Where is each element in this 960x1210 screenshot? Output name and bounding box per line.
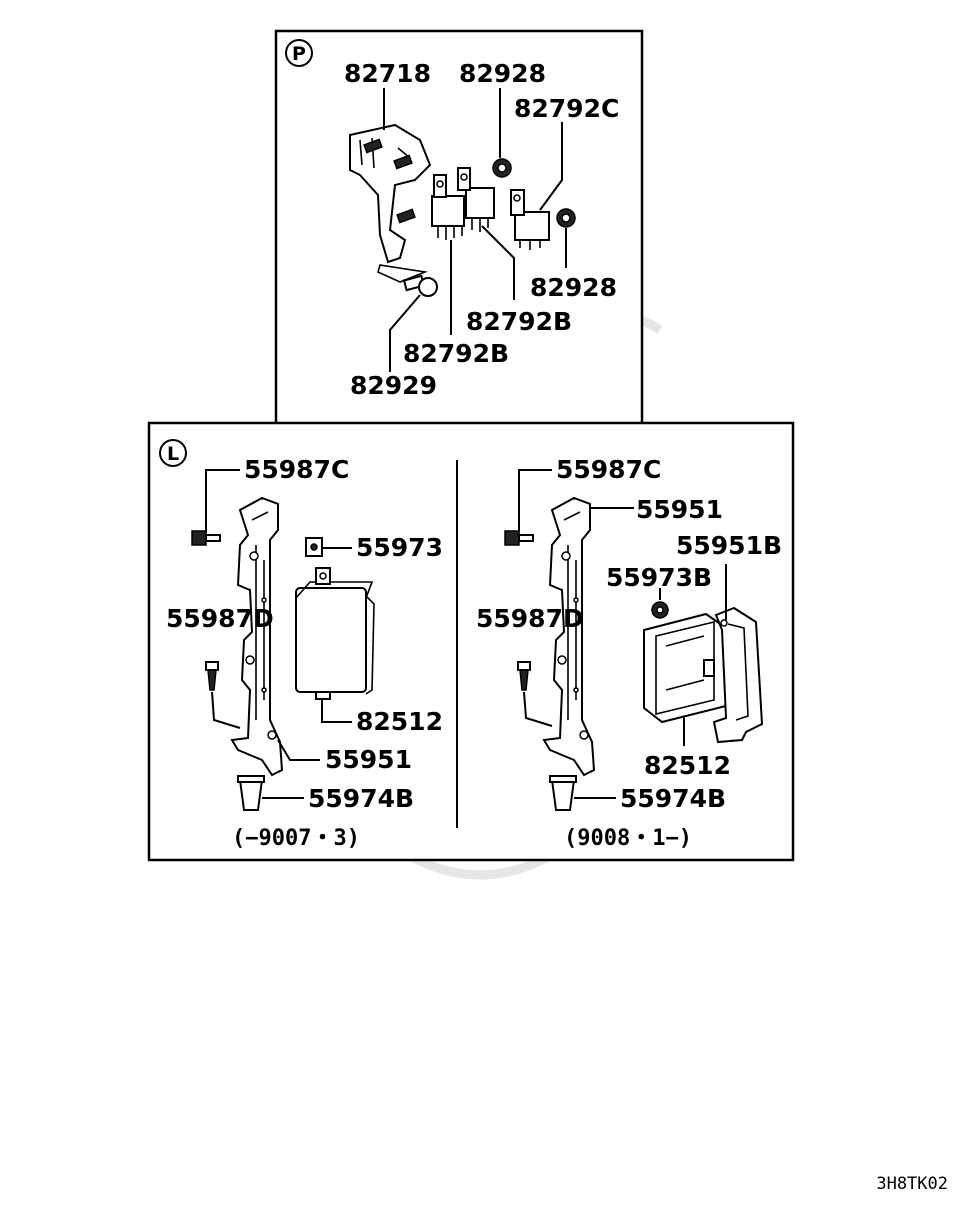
left-range-label: (−9007・3)	[232, 826, 360, 851]
left-bracket-55951	[230, 496, 284, 777]
relay-bracket-82718	[349, 123, 432, 283]
label-82718: 82718	[344, 59, 431, 88]
relay-82792c	[510, 189, 550, 250]
right-bracket-55951	[542, 496, 596, 777]
section-l-right-leaders	[518, 469, 727, 799]
right-screw-55987d	[517, 661, 531, 691]
left-label-55974b: 55974B	[308, 784, 414, 813]
section-l-letter: L	[167, 443, 179, 465]
right-label-55974b: 55974B	[620, 784, 726, 813]
diagram-code: 3H8TK02	[876, 1174, 948, 1194]
section-p-letter: P	[292, 43, 306, 65]
label-82792b-right: 82792B	[466, 307, 572, 336]
section-l-left-leaders	[205, 469, 352, 799]
left-clip-55974b	[237, 775, 265, 811]
left-bolt-55987c	[191, 530, 221, 546]
relay-82792b-a	[431, 174, 465, 240]
label-82928-top: 82928	[459, 59, 546, 88]
nut-82928-bottom	[556, 208, 576, 228]
left-clip-55973	[305, 537, 323, 557]
right-nut-55973b	[651, 601, 669, 619]
label-82792c: 82792C	[514, 94, 619, 123]
left-module-82512	[295, 567, 375, 700]
label-82792b-left: 82792B	[403, 339, 509, 368]
left-label-55987c: 55987C	[244, 455, 349, 484]
label-82928-bottom: 82928	[530, 273, 617, 302]
right-bracket-55951b	[712, 606, 764, 744]
section-p-leaders	[383, 88, 567, 372]
right-module-82512	[643, 612, 727, 724]
right-label-55951b: 55951B	[676, 531, 782, 560]
right-label-55987c: 55987C	[556, 455, 661, 484]
left-screw-55987d	[205, 661, 219, 691]
right-range-label: (9008・1−)	[564, 826, 692, 851]
label-82929: 82929	[350, 371, 437, 400]
right-label-55951: 55951	[636, 495, 723, 524]
left-label-55951: 55951	[325, 745, 412, 774]
right-label-55973b: 55973B	[606, 563, 712, 592]
left-label-55987d: 55987D	[166, 604, 274, 633]
right-clip-55974b	[549, 775, 577, 811]
left-label-82512: 82512	[356, 707, 443, 736]
right-label-82512: 82512	[644, 751, 731, 780]
section-p-frame	[274, 29, 644, 427]
right-label-55987d: 55987D	[476, 604, 584, 633]
right-bolt-55987c	[504, 530, 534, 546]
left-label-55973: 55973	[356, 533, 443, 562]
relay-82792b-b	[457, 167, 495, 232]
bolt-82929	[402, 274, 438, 297]
section-p-marker: P	[285, 39, 313, 67]
nut-82928-top	[492, 158, 512, 178]
section-l-marker: L	[159, 439, 187, 467]
